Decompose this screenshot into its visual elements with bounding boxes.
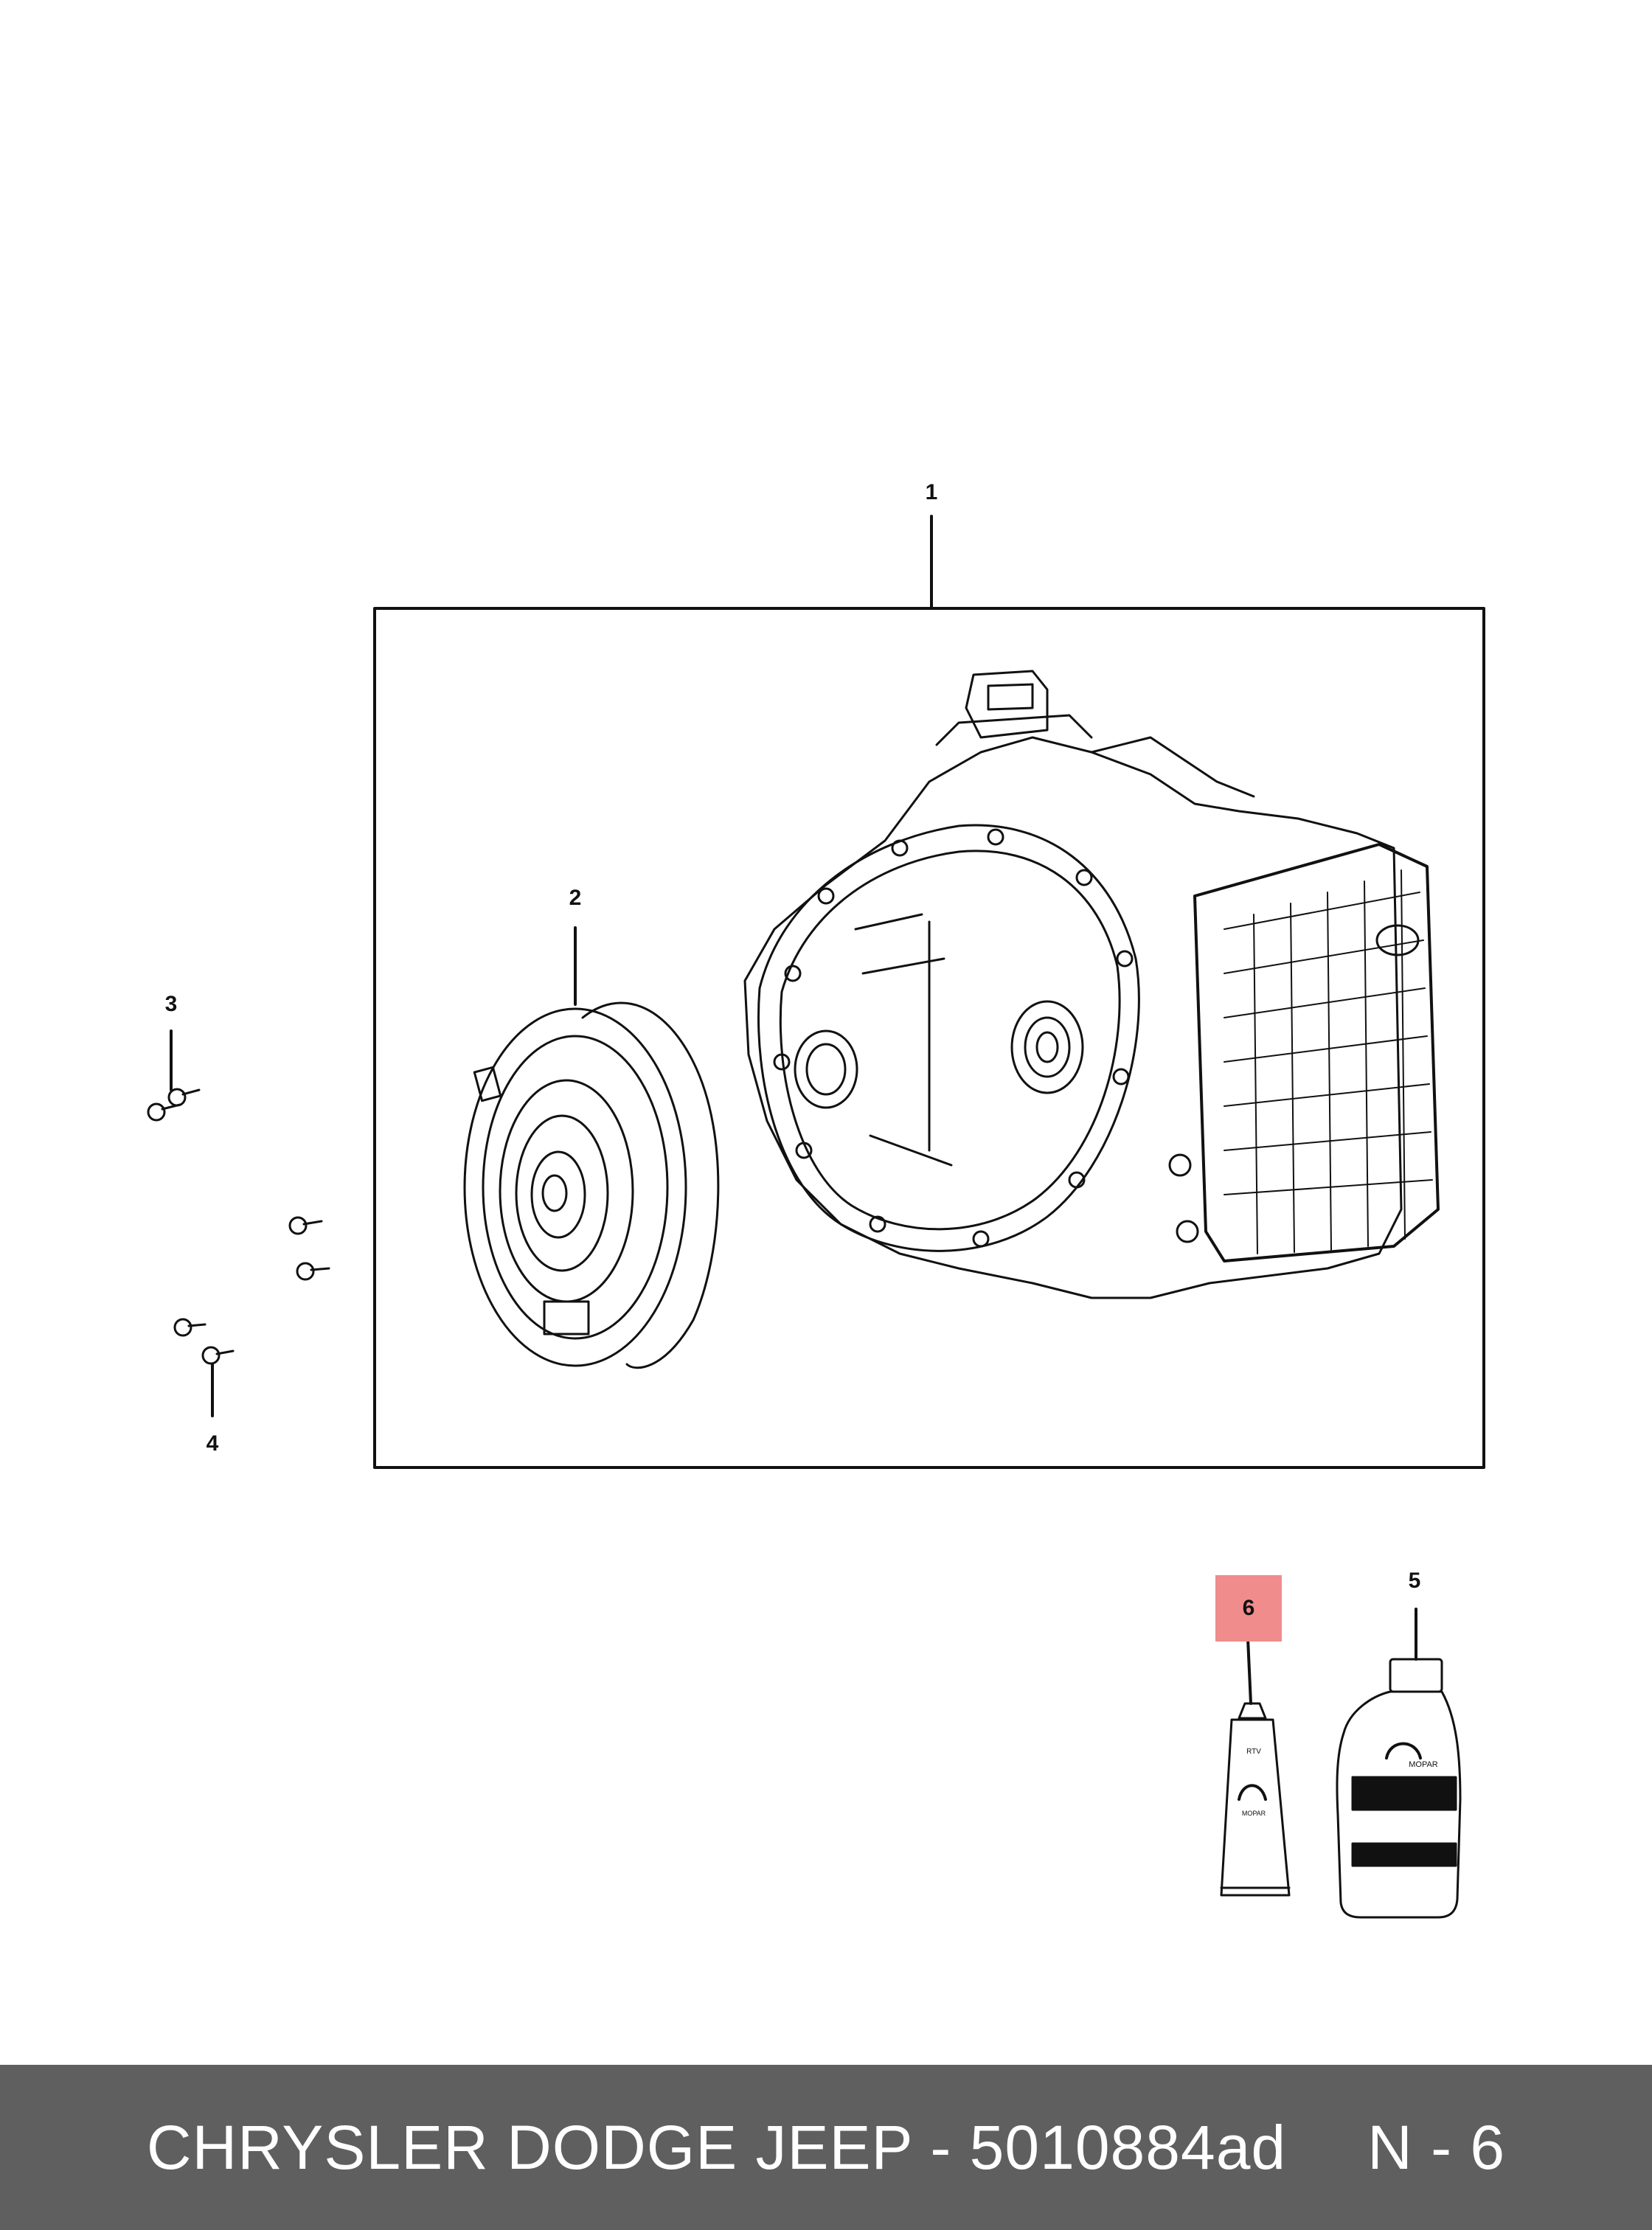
bolt-illustrations [147,1088,330,1365]
callout-6-highlighted: 6 [1215,1575,1282,1642]
footer-catalog-text: CHRYSLER DODGE JEEP - 5010884ad [146,2112,1287,2182]
callout-5: 5 [1408,1569,1421,1593]
tube-brand-label: MOPAR [1242,1810,1266,1817]
fluid-bottle-illustration [1336,1658,1462,1919]
assembly-frame [373,607,1485,1469]
leader-6 [1246,1637,1252,1705]
footer-bar: CHRYSLER DODGE JEEP - 5010884ad N - 6 [0,2065,1652,2230]
callout-3: 3 [164,992,178,1016]
tube-rtv-label: RTV [1246,1748,1261,1756]
footer-reference-text: N - 6 [1367,2112,1506,2182]
bottle-brand-label: MOPAR [1409,1760,1438,1769]
transmission-illustration [743,670,1440,1299]
callout-2: 2 [569,886,582,910]
torque-converter-illustration [463,1001,720,1369]
rtv-tube-illustration [1220,1702,1291,1897]
callout-1: 1 [925,480,938,504]
parts-diagram: RTV MOPAR MOPAR [147,515,1485,1919]
callout-4: 4 [206,1431,219,1456]
